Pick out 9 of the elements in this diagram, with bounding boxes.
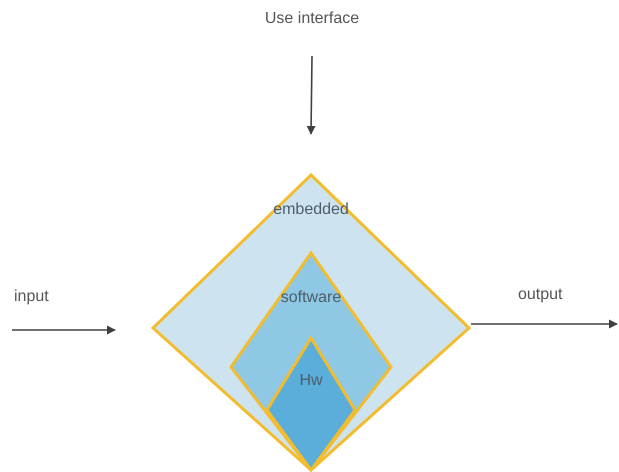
arrow [471, 320, 618, 328]
shape-label: embedded [272, 201, 350, 219]
edge-label: input [14, 288, 49, 306]
shape-label: software [280, 289, 342, 307]
shape-label: Hw [298, 372, 324, 390]
edge-label: output [518, 286, 562, 304]
arrow [306, 56, 316, 135]
arrow [12, 326, 116, 334]
text-label: Use interface [257, 10, 367, 28]
